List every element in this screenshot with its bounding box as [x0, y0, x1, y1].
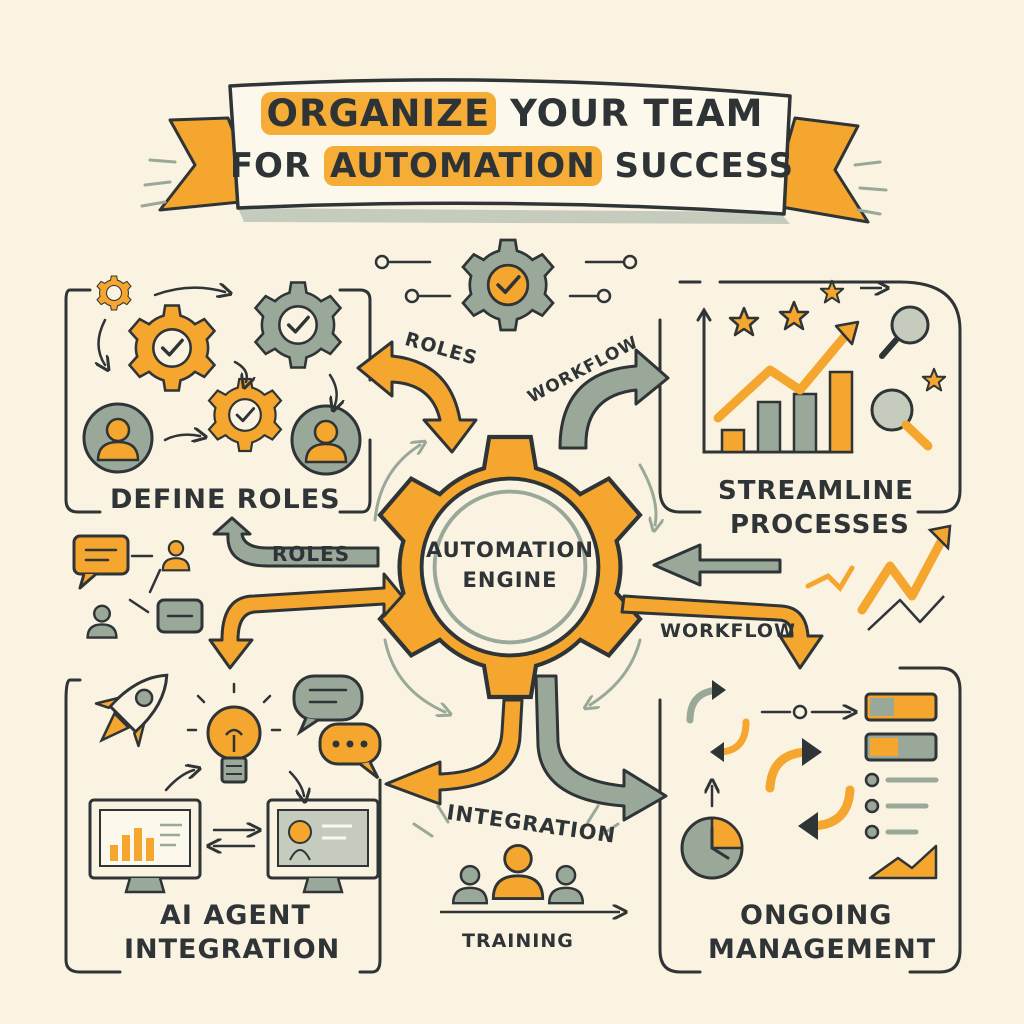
ongoing-label-line-2: MANAGEMENT [708, 934, 937, 965]
training-team-icon [412, 804, 620, 912]
trend-arrows-icon [805, 524, 952, 631]
define-roles-icons [82, 276, 362, 476]
workflow-right-label: WORKFLOW [660, 620, 796, 642]
title-highlight: ORGANIZE [260, 92, 497, 135]
center-label-line-1: AUTOMATION [426, 538, 594, 562]
title-line1-rest: YOUR TEAM [496, 92, 764, 135]
define-roles-label: DEFINE ROLES [110, 484, 341, 515]
title-line2-highlight: AUTOMATION [323, 146, 602, 186]
ongoing-label-line-1: ONGOING [740, 900, 893, 931]
communication-icons [72, 534, 204, 639]
training-label: TRAINING [462, 930, 574, 952]
streamline-label-line-1: STREAMLINE [718, 476, 914, 506]
ongoing-management-icons [680, 680, 939, 880]
title-line2-rest: SUCCESS [601, 146, 795, 186]
automation-engine-gear [380, 437, 640, 697]
flow-arrows [208, 340, 824, 822]
ai-agent-label-line-1: AI AGENT [160, 900, 311, 931]
roles-left-label: ROLES [272, 542, 351, 566]
title-line-1: ORGANIZE YOUR TEAM [0, 92, 1024, 135]
top-gear-icon [374, 240, 638, 330]
title-line-2: FOR AUTOMATION SUCCESS [0, 146, 1024, 186]
streamline-icons [696, 279, 947, 454]
title-line2-prefix: FOR [229, 146, 324, 186]
orbit-arcs [373, 445, 656, 712]
ai-integration-icons [88, 673, 382, 894]
center-label-line-2: ENGINE [462, 568, 558, 592]
section-frames [64, 280, 962, 974]
streamline-label-line-2: PROCESSES [730, 510, 910, 540]
ai-agent-label-line-2: INTEGRATION [124, 934, 341, 965]
